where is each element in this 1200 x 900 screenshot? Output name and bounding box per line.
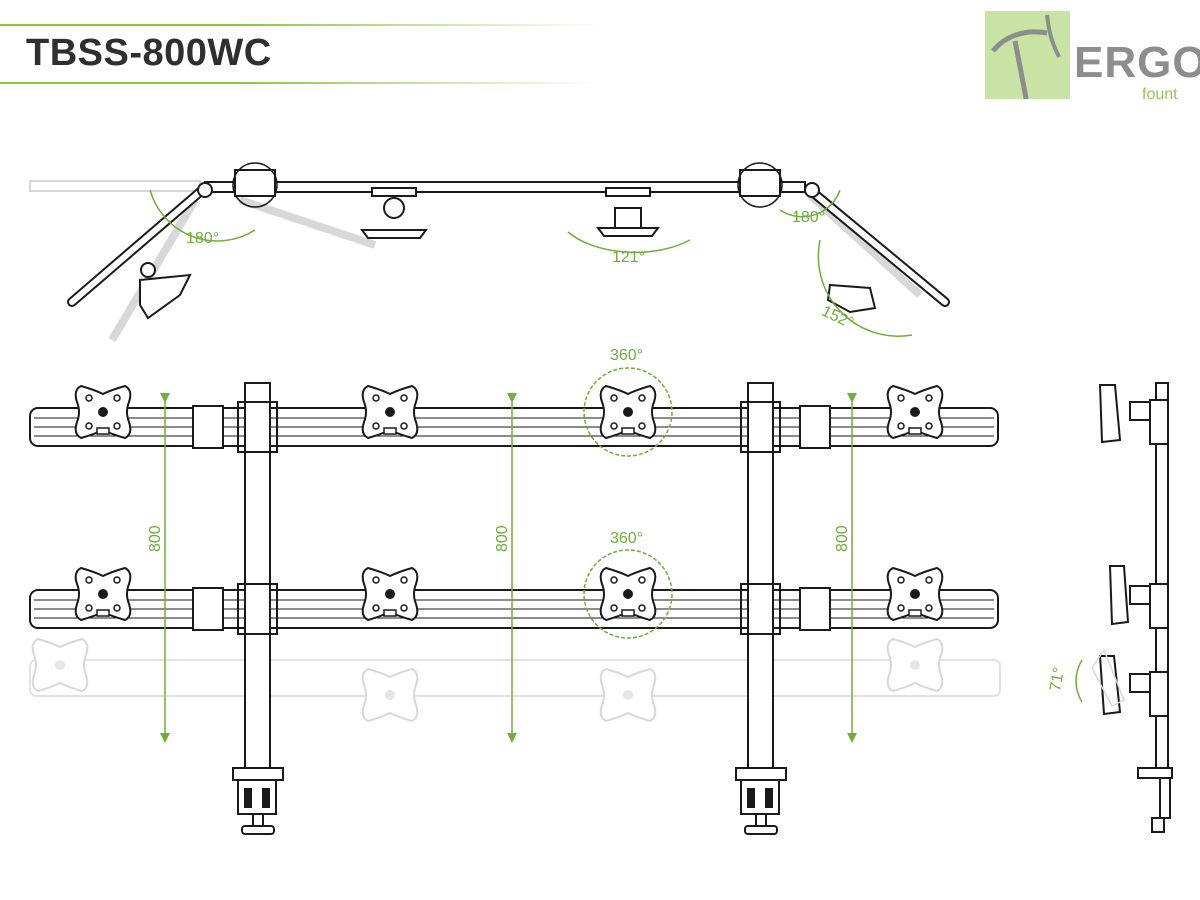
front-view: 360° 360° 800 800 800 xyxy=(29,347,1001,835)
vesa-plate-top-3 xyxy=(599,385,657,439)
label-height-center: 800 xyxy=(494,525,511,552)
label-height-left: 800 xyxy=(147,525,164,552)
label-side-tilt: 71° xyxy=(1047,666,1068,693)
product-title: TBSS-800WC xyxy=(26,32,272,74)
front-pole-right xyxy=(747,382,774,769)
vesa-plate-top-2 xyxy=(361,385,419,439)
side-view: 71° xyxy=(1047,382,1173,833)
top-left-monitor-mount xyxy=(139,273,192,320)
vesa-plate-top-4 xyxy=(886,385,944,439)
top-center-mount-1 xyxy=(360,229,428,239)
label-top-right-rotation: 180° xyxy=(792,209,825,226)
desk-clamp-right xyxy=(735,767,787,835)
side-monitor-mount-top xyxy=(1098,384,1122,444)
logo-text-ergo: ERGO xyxy=(1074,38,1200,87)
ghost-arm-left xyxy=(29,180,201,192)
side-monitor-mount-middle xyxy=(1108,565,1130,626)
header-rule-bottom xyxy=(0,82,600,84)
ergofount-logo: ERGO fount xyxy=(982,8,1200,118)
vesa-plate-bottom-1 xyxy=(74,567,132,621)
top-view: 180° 121° 180° 152° xyxy=(29,162,950,343)
label-top-center-swivel: 121° xyxy=(612,249,645,266)
top-center-mount-2 xyxy=(596,227,660,237)
top-right-monitor-mount xyxy=(826,283,877,314)
header: TBSS-800WC ERGO fount xyxy=(0,0,1200,116)
label-top-left-rotation: 180° xyxy=(186,230,219,247)
vesa-plate-bottom-2 xyxy=(361,567,419,621)
ghost-arm-left-lower xyxy=(238,196,377,249)
label-height-right: 800 xyxy=(834,525,851,552)
logo-mark xyxy=(985,11,1070,116)
vesa-plate-top-1 xyxy=(74,385,132,439)
top-pole-left xyxy=(234,169,276,197)
label-front-mid-rotation: 360° xyxy=(610,530,643,547)
label-front-top-rotation: 360° xyxy=(610,347,643,364)
front-pole-left xyxy=(244,382,271,769)
vesa-plate-bottom-4 xyxy=(886,567,944,621)
top-crossbar xyxy=(204,181,806,193)
side-monitor-mount-lower xyxy=(1098,655,1122,716)
vesa-plate-bottom-3 xyxy=(599,567,657,621)
desk-clamp-left xyxy=(232,767,284,835)
logo-text-fount: fount xyxy=(1142,86,1178,103)
header-rule-top xyxy=(0,24,600,26)
side-desk-clamp xyxy=(1137,767,1173,779)
top-pole-right xyxy=(739,169,781,197)
